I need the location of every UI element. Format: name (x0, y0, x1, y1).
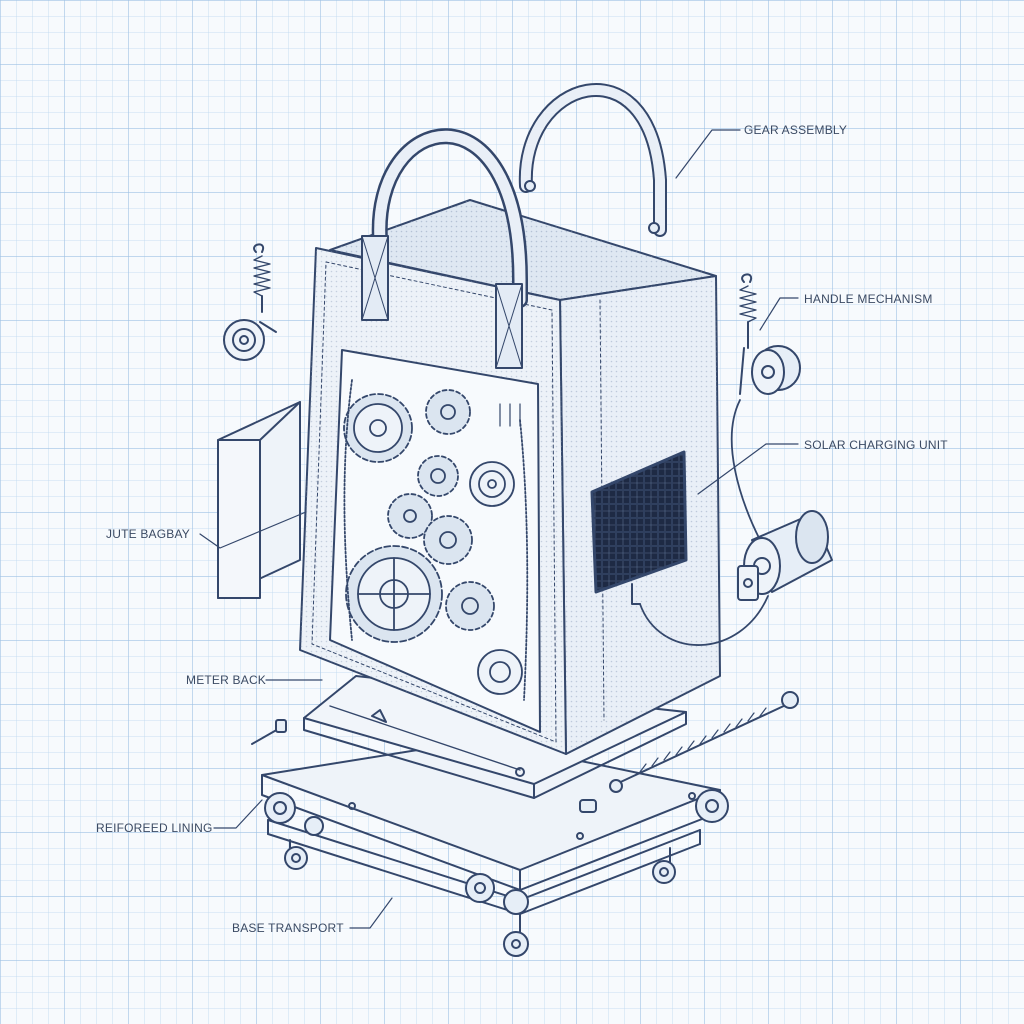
gear (477, 649, 523, 695)
loose-bolt (251, 719, 287, 745)
motor-unit (737, 510, 833, 601)
gear (425, 389, 471, 435)
label-handle-mechanism: HANDLE MECHANISM (804, 292, 933, 306)
caster-wheel (284, 839, 308, 870)
gear (417, 455, 459, 497)
threaded-rod (609, 691, 799, 793)
gear (423, 515, 473, 565)
label-meter-back: METER BACK (186, 673, 266, 687)
gear-assembly (343, 379, 529, 701)
gear (445, 581, 495, 631)
label-solar-charging-unit: SOLAR CHARGING UNIT (804, 438, 948, 452)
label-gear-assembly: GEAR ASSEMBLY (744, 123, 847, 137)
charging-cable (639, 595, 769, 646)
caster-wheel (652, 847, 676, 884)
handle-mechanism-left (223, 243, 277, 361)
label-base-transport: BASE TRANSPORT (232, 921, 344, 935)
base-transport-cart (261, 739, 729, 957)
label-reinforced-lining: REIFOREED LINING (96, 821, 213, 835)
solar-panel (590, 450, 688, 605)
gear (387, 493, 433, 539)
jute-bag-bay-panel (217, 401, 301, 599)
gear (345, 545, 443, 643)
label-jute-bag-bay: JUTE BAGBAY (106, 527, 190, 541)
leader-lines (199, 129, 799, 929)
handle-mechanism-right (739, 273, 801, 395)
gear (469, 461, 515, 507)
gear (343, 393, 413, 463)
caster-wheel (503, 913, 529, 957)
